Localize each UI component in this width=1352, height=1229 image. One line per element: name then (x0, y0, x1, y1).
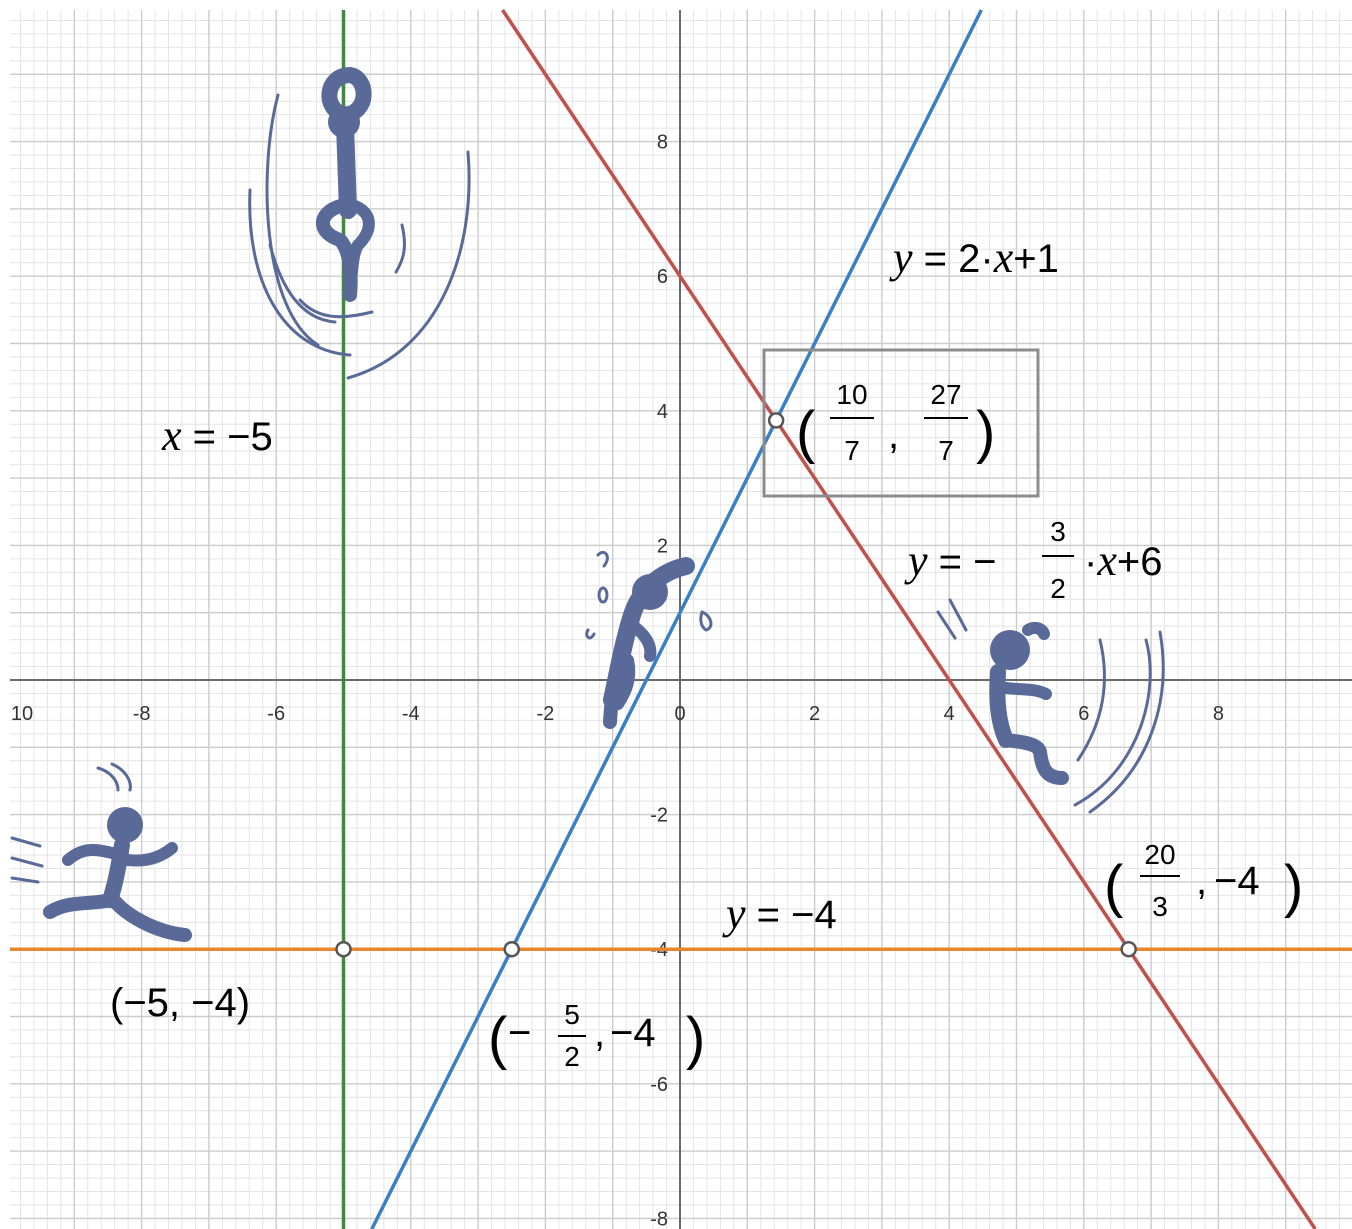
label-point-green: (−5, −4) (110, 981, 250, 1025)
intersection-points (335, 412, 1137, 958)
svg-text:3: 3 (1050, 516, 1066, 547)
x-tick-label: 6 (1078, 703, 1089, 725)
svg-text:y = −: y = − (904, 536, 996, 585)
svg-text:7: 7 (844, 435, 860, 466)
svg-text:7: 7 (938, 435, 954, 466)
highlight-box (762, 348, 1040, 498)
svg-text:−4: −4 (1214, 859, 1260, 903)
svg-text:(: ( (1104, 854, 1123, 919)
y-tick-label: -8 (650, 1208, 668, 1229)
label-eq-red: y = − 3 2 ·x+6 (904, 516, 1162, 604)
x-tick-label: -2 (537, 703, 555, 725)
x-tick-label: 8 (1213, 703, 1224, 725)
svg-text:,: , (1196, 859, 1207, 903)
label-point-top: ( 10 7 , 27 7 ) (796, 379, 995, 466)
x-tick-label: -4 (402, 703, 420, 725)
y-tick-label: 8 (657, 132, 668, 154)
svg-text:y = 2·x+1: y = 2·x+1 (889, 233, 1059, 282)
x-tick-label: 10 (11, 703, 33, 725)
x-tick-label: 4 (944, 703, 955, 725)
series-line-c0504d (501, 9, 1317, 1229)
x-tick-label: -6 (267, 703, 285, 725)
svg-text:): ) (976, 400, 995, 465)
label-eq-green: x = −5 (161, 411, 273, 460)
x-tick-label: -8 (133, 703, 151, 725)
svg-text:·x+6: ·x+6 (1084, 536, 1162, 585)
svg-text:): ) (1284, 854, 1303, 919)
y-tick-label: 2 (657, 535, 668, 557)
svg-text:5: 5 (564, 999, 580, 1030)
x-tick-label: 0 (674, 703, 685, 725)
label-eq-blue: y = 2·x+1 (889, 233, 1059, 282)
svg-text:2: 2 (564, 1041, 580, 1072)
jumping-figure-icon (585, 550, 713, 729)
y-tick-label: 6 (657, 266, 668, 288)
svg-text:3: 3 (1152, 891, 1168, 922)
intersection-point (767, 412, 785, 429)
svg-text:,: , (888, 413, 899, 457)
svg-text:,: , (594, 1011, 605, 1055)
intersection-point (1120, 940, 1137, 958)
svg-text:(−5, −4): (−5, −4) (110, 981, 250, 1025)
svg-text:−: − (508, 1011, 531, 1055)
running-figure-icon (10, 762, 192, 942)
svg-text:−4: −4 (610, 1011, 656, 1055)
sitting-figure-icon (936, 598, 1165, 814)
label-eq-orange: y = −4 (722, 889, 837, 938)
svg-text:(: ( (488, 1006, 507, 1071)
y-tick-label: -2 (650, 805, 668, 827)
label-point-red: ( 20 3 , −4 ) (1104, 839, 1303, 922)
intersection-point (335, 940, 352, 958)
svg-text:(: ( (796, 400, 815, 465)
svg-text:20: 20 (1144, 839, 1175, 870)
y-tick-label: -6 (650, 1074, 668, 1096)
x-tick-label: 2 (809, 703, 820, 725)
svg-text:2: 2 (1050, 573, 1066, 604)
svg-text:27: 27 (930, 379, 961, 410)
svg-text:): ) (686, 1006, 705, 1071)
axes (10, 10, 1352, 1229)
svg-text:x = −5: x = −5 (161, 411, 273, 460)
intersection-point (503, 940, 520, 958)
svg-text:y = −4: y = −4 (722, 889, 837, 938)
climbing-figure-icon (248, 67, 471, 380)
svg-text:10: 10 (836, 379, 867, 410)
series-line-3a7fc6 (370, 9, 983, 1229)
label-point-blue: ( − 5 2 , −4 ) (488, 999, 705, 1072)
y-tick-label: 4 (657, 401, 668, 423)
